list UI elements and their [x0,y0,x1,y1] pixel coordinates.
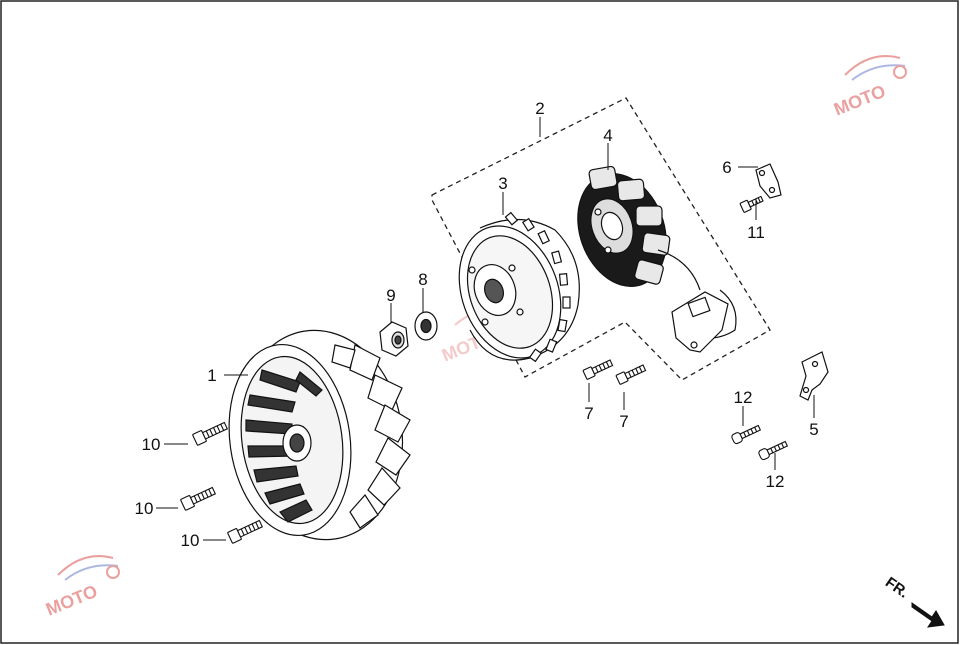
callout-2: 2 [535,99,544,118]
front-direction-indicator: FR. [882,574,945,628]
watermark-bottom-left: MOTO [43,555,120,620]
callout-10-middle: 10 [135,499,154,518]
bolt-11 [739,195,764,213]
bolt-7-right [615,364,647,385]
callout-10-lower: 10 [181,531,200,550]
assembly-boundary [431,97,771,381]
bolt-10-middle [180,486,217,511]
callout-7-left: 7 [584,404,593,423]
bolt-7-left [582,359,614,380]
bolt-10-upper [192,421,229,446]
callout-5: 5 [809,420,818,439]
callout-labels: 1 2 3 4 5 6 7 7 8 9 10 10 10 11 12 12 [135,99,819,550]
callout-12-lower: 12 [766,472,785,491]
screw-12-upper [731,424,762,445]
callout-1: 1 [207,366,216,385]
cooling-fan-part [228,329,411,541]
watermark-top-right: MOTO [831,55,907,120]
svg-text:MOTO: MOTO [43,581,100,620]
callout-12-upper: 12 [734,388,753,407]
svg-text:MOTO: MOTO [831,81,888,120]
front-direction-label: FR. [882,574,912,602]
callout-9: 9 [386,286,395,305]
bolt-10-lower [227,519,264,544]
wire-clamp-bracket-part [755,163,782,199]
stator-coil-part [577,165,737,353]
flange-nut-part [379,321,409,357]
front-direction-arrow-icon [911,602,945,628]
bracket-part-5 [799,351,829,401]
callout-8: 8 [418,270,427,289]
callout-3: 3 [498,174,507,193]
callout-6: 6 [722,158,731,177]
washer-part [414,311,438,341]
flywheel-rotor-part [458,211,580,363]
callout-11: 11 [747,223,765,242]
callout-10-upper: 10 [142,435,161,454]
screw-12-lower [758,440,789,461]
callout-4: 4 [603,126,612,145]
callout-7-right: 7 [619,412,628,431]
leader-lines [156,117,815,541]
